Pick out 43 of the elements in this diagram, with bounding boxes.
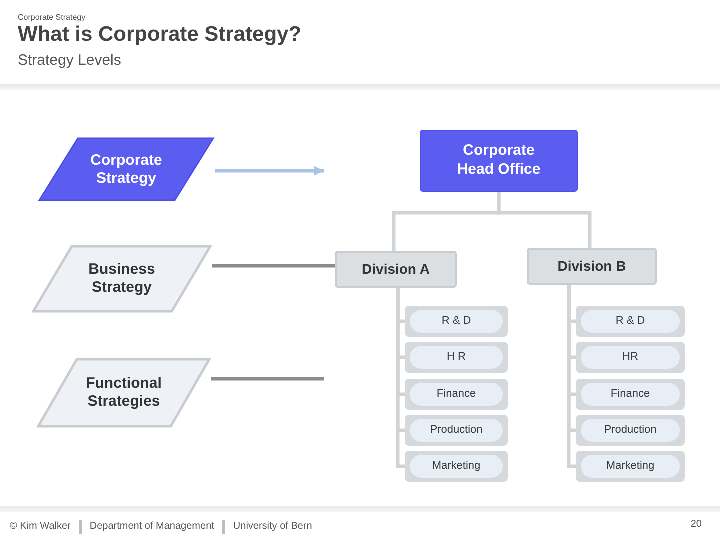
strategy-label: Functional Strategies — [85, 375, 163, 411]
department-label-pill: H R — [410, 346, 503, 369]
department-tile — [405, 379, 508, 410]
strategy-label: Business Strategy — [88, 261, 156, 297]
department-tile — [576, 379, 685, 410]
department-label-pill: Finance — [410, 383, 503, 406]
footer-text: University of Bern — [233, 522, 312, 532]
connector-line — [497, 192, 592, 248]
connector-line — [212, 264, 335, 268]
department-label-pill: R & D — [410, 310, 503, 333]
strategy-label: Corporate Strategy — [90, 152, 164, 188]
department-tile — [576, 415, 685, 446]
division-box — [527, 248, 657, 285]
department-label-pill: Marketing — [581, 455, 680, 478]
strategy-parallelogram — [32, 245, 212, 313]
department-label-pill: HR — [581, 346, 680, 369]
node-label: Division A — [362, 260, 430, 279]
department-tile — [576, 306, 685, 337]
arrow — [215, 166, 324, 176]
section-label: Corporate Strategy — [18, 14, 86, 22]
head-office-box — [420, 130, 578, 192]
strategy-parallelogram — [37, 358, 211, 428]
department-tile — [576, 451, 685, 482]
department-tile — [405, 415, 508, 446]
node-label: Division B — [558, 257, 626, 276]
connector-line — [211, 377, 324, 381]
footer-text: Department of Management — [90, 522, 214, 532]
department-tile — [405, 342, 508, 373]
department-label-pill: Marketing — [410, 455, 503, 478]
department-tile — [405, 306, 508, 337]
strategy-parallelogram — [38, 137, 215, 202]
page-number: 20 — [690, 520, 702, 530]
node-label: Corporate Head Office — [456, 142, 542, 180]
department-label-pill: Production — [410, 419, 503, 442]
department-tile — [576, 342, 685, 373]
department-label-pill: Finance — [581, 383, 680, 406]
department-label-pill: Production — [581, 419, 680, 442]
slide-title: What is Corporate Strategy? — [18, 24, 302, 45]
department-label-pill: R & D — [581, 310, 680, 333]
slide-subtitle: Strategy Levels — [18, 53, 122, 68]
division-box — [335, 251, 457, 288]
footer-text: © Kim Walker — [10, 522, 71, 532]
department-tile — [405, 451, 508, 482]
